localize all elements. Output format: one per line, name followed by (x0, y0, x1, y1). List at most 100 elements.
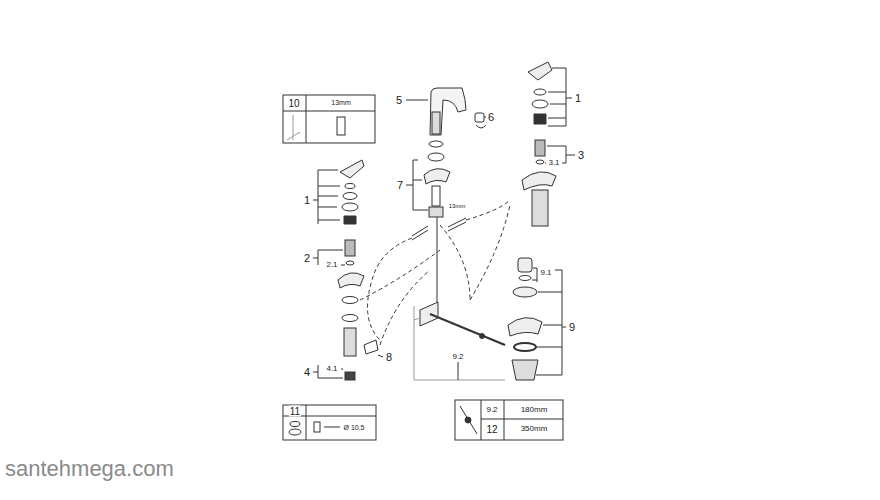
hose (466, 200, 510, 220)
o-ring (532, 100, 548, 108)
cartridge (535, 140, 545, 156)
leader-bracket (548, 92, 566, 93)
aerator-key (476, 125, 486, 128)
leader-line (566, 155, 575, 156)
leader-bracket (552, 68, 566, 69)
inset-rule (481, 400, 482, 440)
group-bracket (414, 318, 420, 320)
aerator (475, 113, 484, 122)
callout-number: 4 (303, 366, 311, 378)
handle (340, 160, 364, 178)
rod-icon (465, 417, 471, 423)
callout-number: 2 (303, 252, 311, 264)
hose (360, 250, 440, 300)
inset-frame (283, 405, 376, 440)
callout-number: 5 (395, 94, 403, 106)
callout-number: 3.1 (547, 159, 560, 168)
pull-rod (437, 217, 438, 305)
leader-bracket (318, 196, 338, 197)
dimension-label: 13mm (330, 99, 351, 107)
leader-bracket (543, 325, 562, 326)
leader-bracket (550, 104, 566, 105)
leader-bracket (318, 186, 340, 187)
hose-fitting (448, 218, 466, 231)
inset-frame (283, 95, 375, 143)
leader-bracket (318, 378, 343, 379)
leader-line (406, 185, 413, 186)
ring (343, 193, 357, 200)
tailpiece (512, 360, 538, 380)
callout-number: 2.1 (325, 261, 338, 270)
washer (342, 297, 358, 304)
leader-bracket (562, 163, 566, 164)
leader-bracket (413, 180, 422, 181)
inset-rule (481, 419, 563, 420)
leader-bracket (413, 160, 418, 161)
seal (536, 160, 544, 164)
rod-icon (460, 406, 477, 434)
leader-bracket (318, 170, 338, 171)
clip (480, 334, 485, 339)
leader-line (458, 362, 459, 380)
leader-bracket (318, 250, 343, 251)
watermark: santehmega.com (4, 457, 175, 481)
tee (429, 207, 443, 217)
washer-icon (290, 422, 300, 427)
shank (432, 186, 440, 206)
callout-number: 9 (568, 321, 576, 333)
leader-bracket (318, 170, 319, 224)
inset-rule (306, 95, 307, 143)
leader-bracket (413, 210, 428, 211)
inset-frame (455, 400, 563, 440)
group-bracket (414, 306, 505, 380)
spout (430, 88, 466, 135)
o-ring (514, 343, 536, 351)
callout-number: 6 (487, 111, 495, 123)
o-ring (428, 153, 444, 161)
leader-bracket (341, 265, 345, 266)
hose (368, 238, 413, 340)
callout-number: 1 (303, 194, 311, 206)
leader-line (313, 372, 318, 373)
callout-number: 7 (396, 179, 404, 191)
leader-bracket (555, 270, 562, 271)
leader-line (378, 355, 383, 357)
dimension-label: Ø 10,5 (342, 424, 365, 432)
leader-line (313, 258, 318, 259)
washer (429, 141, 443, 147)
nut (345, 372, 355, 380)
leader-bracket (566, 68, 567, 126)
callout-number: 3 (577, 149, 585, 161)
leader-bracket (548, 118, 566, 119)
inset-rule (306, 405, 307, 440)
adapter (344, 216, 356, 224)
valve-body (344, 328, 356, 356)
callout-number: 8 (385, 351, 393, 363)
dimension-label: 350mm (520, 425, 549, 434)
tool-icon (287, 132, 300, 140)
callout-number: 9.2 (451, 353, 464, 362)
dimension-label: 13mm (448, 203, 467, 210)
drill-icon (314, 422, 320, 432)
callout-number: 11 (289, 406, 301, 417)
dimension-label: 180mm (520, 406, 549, 415)
leader-line (313, 200, 318, 201)
adapter (534, 114, 546, 124)
callout-number: 10 (287, 98, 300, 109)
leader-bracket (318, 220, 340, 221)
lift-rod (430, 314, 505, 345)
inset-rule (283, 111, 375, 112)
outlet-elbow (364, 340, 378, 354)
callout-number: 4.1 (325, 365, 338, 374)
leader-bracket (545, 163, 546, 164)
leader-bracket (538, 292, 562, 293)
callout-number: 12 (485, 424, 498, 435)
washer (342, 315, 358, 322)
leader-line (566, 98, 572, 99)
stopper (518, 258, 532, 272)
nipple-icon (337, 117, 345, 135)
handle (528, 62, 552, 80)
dimension-line (324, 427, 340, 428)
